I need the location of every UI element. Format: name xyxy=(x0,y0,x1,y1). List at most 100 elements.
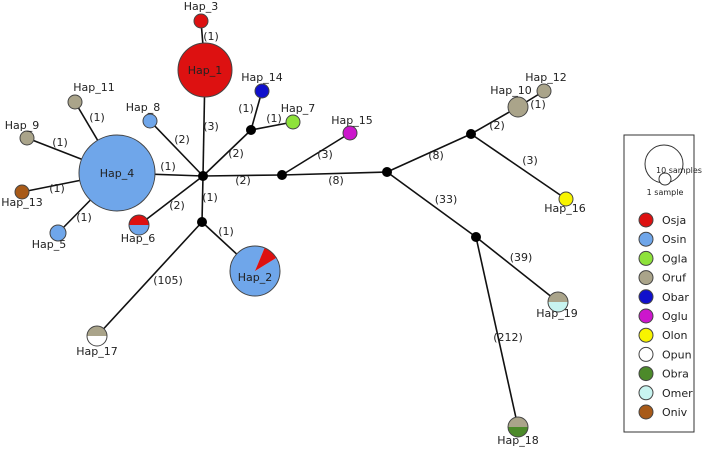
legend-swatch-osin xyxy=(638,231,654,247)
node-slice xyxy=(78,134,156,212)
edge-step-label: (3) xyxy=(317,148,333,161)
edge-step-label: (2) xyxy=(174,133,190,146)
node-slice xyxy=(255,247,277,271)
haplotype-label: Hap_15 xyxy=(331,114,373,127)
haplotype-label: Hap_12 xyxy=(525,71,567,84)
legend-label-omer: Omer xyxy=(662,387,693,400)
edge-m7-hap_19 xyxy=(475,236,559,303)
node-slice xyxy=(508,417,528,427)
node-hap-5 xyxy=(49,224,67,242)
node-slice xyxy=(129,225,149,235)
edge-step-label: (1) xyxy=(203,30,219,43)
legend-size-small xyxy=(658,172,672,186)
legend-swatch-ogla xyxy=(638,250,654,266)
edge-step-label: (105) xyxy=(153,274,183,287)
edge-m7-hap_18 xyxy=(475,236,519,428)
median-vector-node xyxy=(382,167,392,177)
legend-swatch-oniv xyxy=(638,404,654,420)
node-slice xyxy=(548,292,568,302)
node-slice xyxy=(87,336,107,346)
edge-step-label: (1) xyxy=(89,111,105,124)
legend-label-obar: Obar xyxy=(662,291,689,304)
edge-m5-m7 xyxy=(386,171,477,238)
median-vector-node xyxy=(198,171,208,181)
edge-step-label: (1) xyxy=(218,225,234,238)
node-slice xyxy=(254,83,270,99)
legend-label-oglu: Oglu xyxy=(662,310,688,323)
node-slice xyxy=(19,130,35,146)
node-slice xyxy=(142,113,158,129)
node-slice xyxy=(49,224,67,242)
legend-size-small-label: 1 sample xyxy=(647,188,684,197)
haplotype-label: Hap_13 xyxy=(1,196,43,209)
node-slice xyxy=(14,184,30,200)
legend-swatch-obra xyxy=(638,366,654,382)
haplotype-label: Hap_18 xyxy=(497,434,539,447)
edge-step-label: (1) xyxy=(238,102,254,115)
node-hap-10 xyxy=(507,96,529,118)
edge-hap_15-m4 xyxy=(281,132,351,176)
edge-m4-m5 xyxy=(281,171,388,176)
legend-swatch-obar xyxy=(638,289,654,305)
median-vector-node xyxy=(277,170,287,180)
node-hap-6 xyxy=(128,214,150,236)
node-slice xyxy=(548,302,568,312)
edge-step-label: (3) xyxy=(203,120,219,133)
edge-step-label: (8) xyxy=(428,149,444,162)
node-outline xyxy=(86,325,108,347)
haplotype-label: Hap_16 xyxy=(544,202,586,215)
node-hap-17 xyxy=(86,325,108,347)
legend-label-ogla: Ogla xyxy=(662,252,687,265)
node-hap-14 xyxy=(254,83,270,99)
node-hap-13 xyxy=(14,184,30,200)
node-outline xyxy=(547,291,569,313)
haplotype-label: Hap_9 xyxy=(5,119,40,132)
legend-label-osin: Osin xyxy=(662,233,686,246)
edge-hap_6-m1 xyxy=(138,175,204,226)
node-hap-9 xyxy=(19,130,35,146)
edge-step-label: (1) xyxy=(202,191,218,204)
node-hap-4 xyxy=(78,134,156,212)
node-hap-12 xyxy=(536,83,552,99)
edge-step-label: (1) xyxy=(49,182,65,195)
haplotype-label: Hap_17 xyxy=(76,345,118,358)
node-hap-11 xyxy=(67,94,83,110)
edge-step-label: (1) xyxy=(266,112,282,125)
legend-swatch-opun xyxy=(638,346,654,362)
legend: 10 samples 1 sample OsjaOsinOglaOrufObar… xyxy=(623,134,702,433)
edge-m2-m1 xyxy=(202,129,252,177)
node-slice xyxy=(285,114,301,130)
node-hap-18 xyxy=(507,416,529,438)
edge-step-label: (2) xyxy=(489,119,505,132)
node-slice xyxy=(129,215,149,225)
haplotype-label: Hap_3 xyxy=(184,0,219,13)
mutation-step-labels: (1)(3)(1)(1)(2)(2)(1)(1)(1)(1)(1)(2)(1)(… xyxy=(49,30,546,344)
median-vectors xyxy=(197,125,481,242)
median-vector-node xyxy=(246,125,256,135)
legend-items: OsjaOsinOglaOrufObarOgluOlonOpunObraOmer… xyxy=(638,212,693,420)
node-slice xyxy=(87,326,107,336)
haplotype-label: Hap_2 xyxy=(238,271,273,284)
edge-step-label: (3) xyxy=(522,154,538,167)
haplotype-label: Hap_7 xyxy=(281,102,316,115)
node-hap-15 xyxy=(342,125,358,141)
node-hap-19 xyxy=(547,291,569,313)
edge-m3-hap_17 xyxy=(96,221,203,337)
legend-label-oniv: Oniv xyxy=(662,406,688,419)
legend-label-opun: Opun xyxy=(662,348,692,361)
legend-swatch-oglu xyxy=(638,308,654,324)
node-slice xyxy=(507,96,529,118)
edge-step-label: (2) xyxy=(235,174,251,187)
node-hap-7 xyxy=(285,114,301,130)
legend-swatch-osja xyxy=(638,212,654,228)
node-slice xyxy=(67,94,83,110)
legend-box xyxy=(623,134,695,433)
node-hap-8 xyxy=(142,113,158,129)
node-hap-2 xyxy=(229,245,281,297)
edge-step-label: (1) xyxy=(530,98,546,111)
edge-step-label: (212) xyxy=(493,331,523,344)
haplotype-label: Hap_11 xyxy=(73,81,115,94)
node-outline xyxy=(128,214,150,236)
